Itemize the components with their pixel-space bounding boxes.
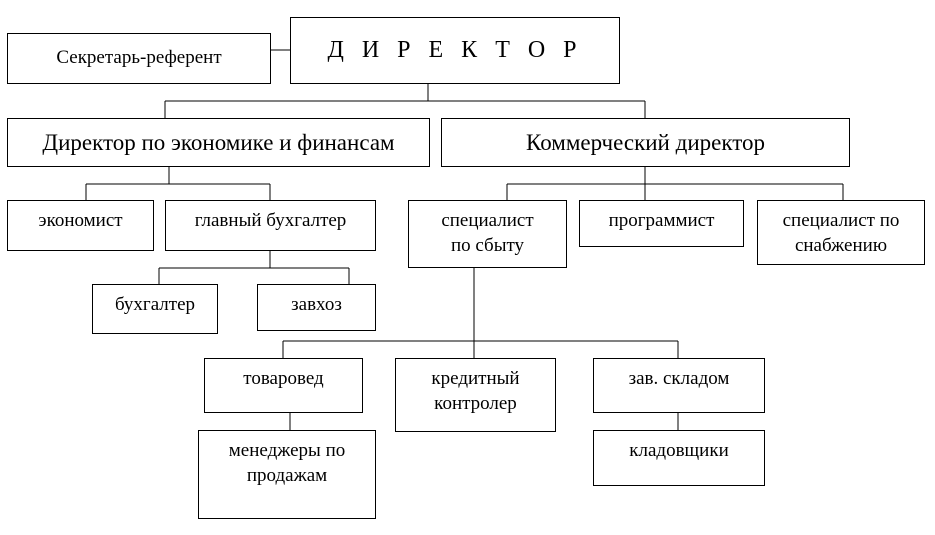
node-storekeepers: кладовщики — [593, 430, 765, 486]
node-warehouse-head: зав. складом — [593, 358, 765, 413]
node-merchandiser: товаровед — [204, 358, 363, 413]
node-warehouse-head-label: зав. складом — [628, 368, 730, 389]
node-sales-specialist-label: специалист по сбыту — [441, 210, 534, 256]
node-credit-controller-label: кредитный контролер — [431, 368, 520, 414]
node-econ-fin-director: Директор по экономике и финансам — [7, 118, 430, 167]
node-storekeepers-label: кладовщики — [629, 440, 729, 461]
node-sales-specialist: специалист по сбыту — [408, 200, 567, 268]
node-commercial-director: Коммерческий директор — [441, 118, 850, 167]
node-procurement-specialist-label: специалист по снабжению — [782, 210, 900, 256]
node-econ-fin-director-label: Директор по экономике и финансам — [42, 129, 395, 155]
node-programmer: программист — [579, 200, 744, 247]
node-economist-label: экономист — [38, 210, 123, 231]
node-economist: экономист — [7, 200, 154, 251]
node-director: Д И Р Е К Т О Р — [290, 17, 620, 84]
node-accountant-label: бухгалтер — [114, 294, 196, 315]
node-credit-controller: кредитный контролер — [395, 358, 556, 432]
node-merchandiser-label: товаровед — [243, 368, 324, 389]
node-sales-managers-label: менеджеры по продажам — [228, 440, 346, 486]
node-director-label: Д И Р Е К Т О Р — [327, 36, 583, 63]
node-secretary: Секретарь-референт — [7, 33, 271, 84]
node-supply-manager: завхоз — [257, 284, 376, 331]
node-supply-manager-label: завхоз — [291, 294, 342, 315]
node-procurement-specialist: специалист по снабжению — [757, 200, 925, 265]
node-secretary-label: Секретарь-референт — [56, 47, 222, 69]
node-chief-accountant: главный бухгалтер — [165, 200, 376, 251]
node-commercial-director-label: Коммерческий директор — [526, 129, 765, 155]
node-programmer-label: программист — [608, 210, 715, 231]
node-sales-managers: менеджеры по продажам — [198, 430, 376, 519]
node-chief-accountant-label: главный бухгалтер — [194, 210, 347, 231]
node-accountant: бухгалтер — [92, 284, 218, 334]
